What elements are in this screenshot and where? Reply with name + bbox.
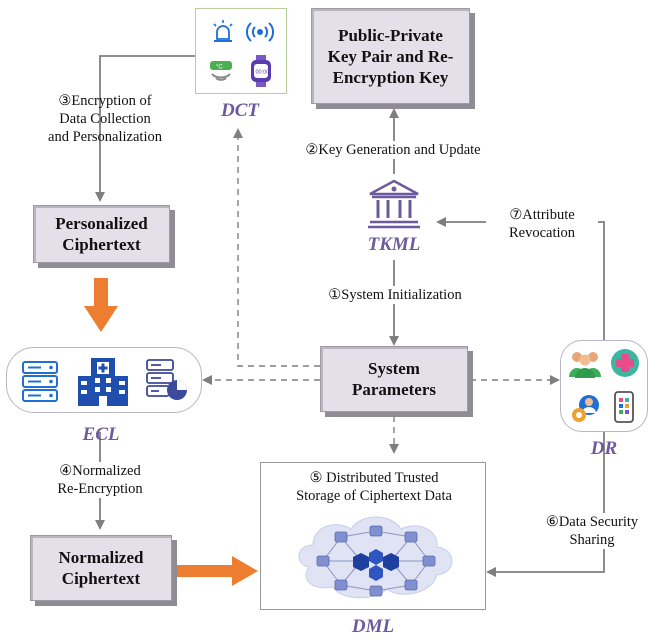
step4-label: ④Normalized Re-Encryption bbox=[40, 462, 160, 498]
dml-label: DML bbox=[351, 616, 395, 637]
parameters-to-dct-dashed bbox=[233, 128, 320, 367]
svg-text:°C: °C bbox=[216, 65, 223, 71]
system-parameters-line2: Parameters bbox=[351, 380, 436, 399]
ecl-panel bbox=[6, 347, 202, 413]
step4-line2: Re-Encryption bbox=[57, 481, 143, 497]
step3-line2: Data Collection bbox=[59, 111, 151, 127]
server-rack-icon bbox=[22, 361, 58, 402]
step1-label: ①System Initialization bbox=[300, 286, 490, 304]
ecl-label: ECL bbox=[82, 424, 120, 445]
key-pair-box: Public-Private Key Pair and Re- Encrypti… bbox=[311, 8, 470, 104]
step6-line2: Sharing bbox=[569, 532, 615, 548]
medical-cross-icon bbox=[611, 349, 639, 377]
personalized-line1: Personalized bbox=[55, 214, 148, 233]
normalized-ciphertext-box: Normalized Ciphertext bbox=[30, 535, 172, 601]
step7-line2: Revocation bbox=[508, 225, 576, 241]
thermometer-sensor-icon: °C bbox=[210, 61, 232, 81]
dml-storage-box: ⑤ Distributed Trusted Storage of Ciphert… bbox=[260, 462, 486, 610]
dr-to-dml-connector bbox=[486, 428, 605, 577]
dml-storage-title: ⑤ Distributed Trusted Storage of Ciphert… bbox=[261, 469, 487, 505]
system-parameters-line1: System bbox=[368, 359, 420, 378]
dct-label: DCT bbox=[221, 100, 259, 121]
dr-label: DR bbox=[590, 438, 618, 459]
bank-building-icon bbox=[368, 179, 420, 229]
dct-to-personalized-connector bbox=[95, 55, 195, 202]
dct-device-panel: °C 00:00 bbox=[195, 8, 287, 94]
tkml-label: TKML bbox=[367, 234, 421, 255]
normalized-line2: Ciphertext bbox=[61, 569, 141, 588]
doctor-profile-icon bbox=[572, 395, 599, 422]
alarm-light-icon bbox=[213, 20, 233, 42]
step3-line3: and Personalization bbox=[48, 129, 162, 145]
step6-label: ⑥Data Security Sharing bbox=[536, 513, 648, 549]
step4-line1: ④Normalized bbox=[59, 463, 141, 479]
dr-panel bbox=[560, 340, 648, 432]
orange-arrow-down bbox=[84, 278, 118, 332]
step3-line1: ③Encryption of bbox=[58, 93, 152, 109]
step7-label: ⑦Attribute Revocation bbox=[486, 206, 598, 242]
step2-label: ②Key Generation and Update bbox=[288, 141, 498, 159]
blockchain-network-icon bbox=[298, 516, 453, 599]
personalized-ciphertext-box: Personalized Ciphertext bbox=[33, 205, 170, 263]
key-pair-line2: Key Pair and Re- bbox=[327, 46, 454, 66]
medical-staff-icon bbox=[569, 352, 601, 378]
system-parameters-box: System Parameters bbox=[320, 346, 468, 412]
key-pair-line3: Encryption Key bbox=[332, 67, 449, 87]
step6-line1: ⑥Data Security bbox=[545, 514, 639, 530]
normalized-line1: Normalized bbox=[58, 548, 144, 567]
orange-arrow-right bbox=[176, 556, 258, 586]
step7-line1: ⑦Attribute bbox=[509, 207, 575, 223]
step3-label: ③Encryption of Data Collection and Perso… bbox=[30, 92, 180, 146]
personalized-line2: Ciphertext bbox=[62, 235, 141, 254]
svg-text:00:00: 00:00 bbox=[256, 70, 270, 76]
mobile-app-icon bbox=[614, 391, 634, 423]
hospital-icon bbox=[78, 358, 128, 406]
server-chart-icon bbox=[146, 359, 187, 400]
dml-storage-line1: ⑤ Distributed Trusted bbox=[309, 470, 439, 486]
key-pair-line1: Public-Private bbox=[338, 25, 443, 45]
dml-storage-line2: Storage of Ciphertext Data bbox=[296, 488, 452, 504]
smartwatch-icon: 00:00 bbox=[251, 55, 271, 87]
wireless-signal-icon bbox=[246, 22, 274, 42]
